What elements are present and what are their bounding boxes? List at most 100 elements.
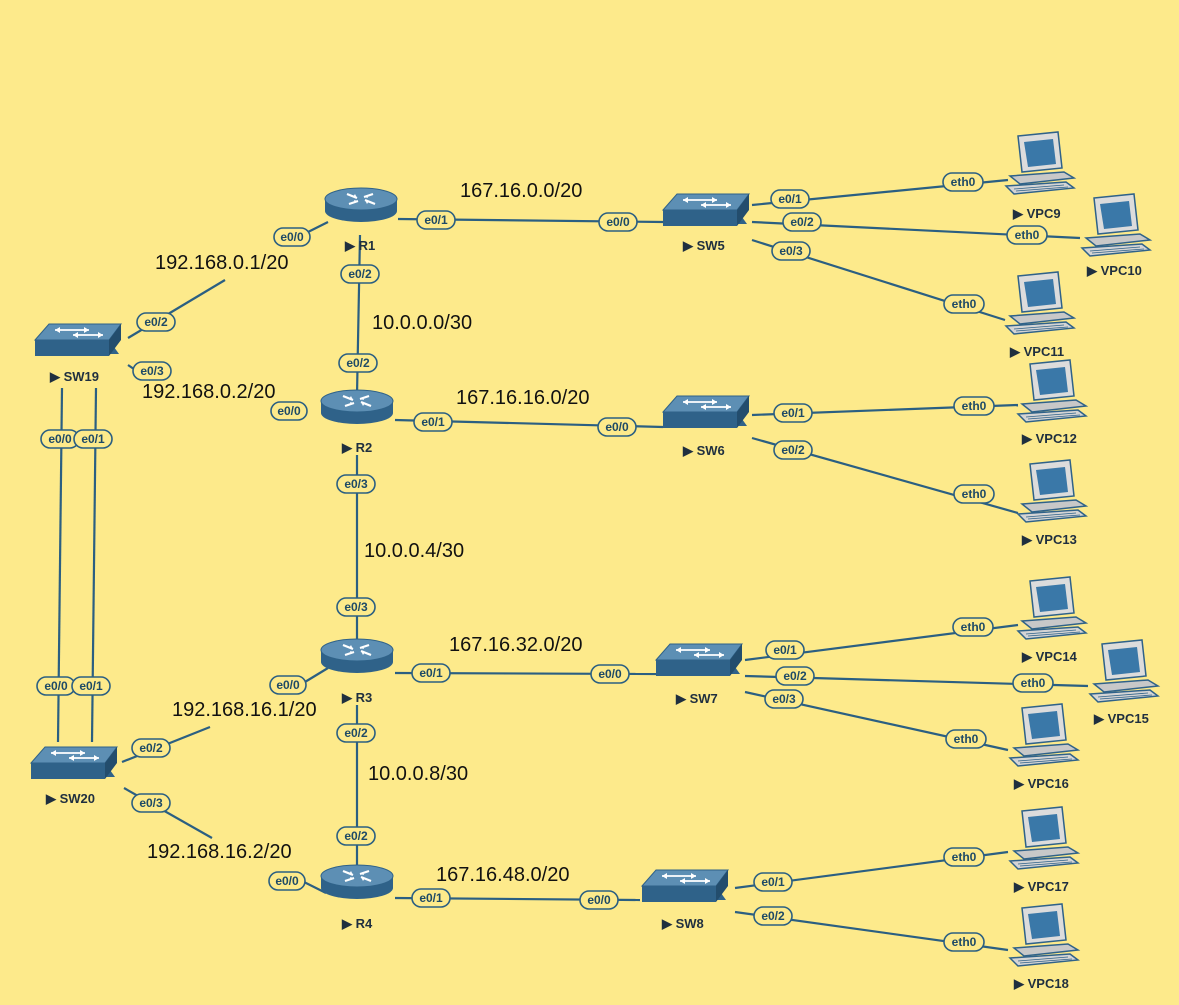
port-label: e0/0 — [268, 871, 306, 891]
port-label: eth0 — [942, 172, 984, 192]
switch-sw5[interactable]: ▶ SW5 — [662, 193, 750, 253]
switch-sw8[interactable]: ▶ SW8 — [641, 869, 729, 931]
switch-icon — [662, 395, 750, 429]
port-label: eth0 — [953, 396, 995, 416]
switch-icon — [655, 643, 743, 677]
port-label: eth0 — [1006, 225, 1048, 245]
port-label: eth0 — [943, 294, 985, 314]
devices: ▶ R1 ▶ R2 ▶ R3 ▶ R4 ▶ SW5 ▶ SW6 ▶ SW7 — [30, 131, 1159, 991]
switch-icon — [30, 746, 118, 780]
device-label-sw20: ▶ SW20 — [45, 791, 95, 806]
port-label: e0/0 — [598, 212, 638, 232]
network-label: 167.16.16.0/20 — [456, 387, 589, 409]
device-label-vpc17: ▶ VPC17 — [1013, 879, 1069, 894]
svg-text:e0/3: e0/3 — [140, 364, 164, 378]
port-label: e0/1 — [416, 210, 456, 230]
port-label: e0/2 — [753, 906, 793, 926]
port-label: e0/2 — [136, 312, 176, 332]
port-label: e0/0 — [270, 401, 308, 421]
svg-text:e0/2: e0/2 — [348, 267, 372, 281]
pc-icon — [1009, 903, 1079, 967]
svg-text:e0/2: e0/2 — [781, 443, 805, 457]
pc-vpc18[interactable]: ▶ VPC18 — [1009, 903, 1079, 991]
pc-vpc9[interactable]: ▶ VPC9 — [1005, 131, 1075, 221]
network-label: 192.168.0.1/20 — [155, 252, 288, 274]
pc-vpc17[interactable]: ▶ VPC17 — [1009, 806, 1079, 894]
router-icon — [319, 863, 395, 901]
router-r1[interactable]: ▶ R1 — [323, 186, 399, 253]
network-label: 192.168.16.2/20 — [147, 841, 292, 863]
pc-icon — [1089, 639, 1159, 703]
svg-text:e0/2: e0/2 — [790, 215, 814, 229]
pc-icon — [1017, 459, 1087, 523]
router-r2[interactable]: ▶ R2 — [319, 388, 395, 455]
port-label: e0/1 — [773, 403, 813, 423]
pc-vpc16[interactable]: ▶ VPC16 — [1009, 703, 1079, 791]
svg-text:e0/0: e0/0 — [48, 432, 72, 446]
svg-text:e0/0: e0/0 — [587, 893, 611, 907]
device-label-r1: ▶ R1 — [344, 238, 375, 253]
svg-text:e0/0: e0/0 — [605, 420, 629, 434]
port-label: e0/2 — [775, 666, 815, 686]
switch-sw7[interactable]: ▶ SW7 — [655, 643, 743, 706]
router-r4[interactable]: ▶ R4 — [319, 863, 395, 931]
pc-vpc12[interactable]: ▶ VPC12 — [1017, 359, 1087, 446]
router-r3[interactable]: ▶ R3 — [319, 637, 395, 705]
port-label: e0/1 — [73, 429, 113, 449]
svg-text:e0/2: e0/2 — [344, 726, 368, 740]
port-label: e0/1 — [413, 412, 453, 432]
switch-icon — [641, 869, 729, 903]
switch-icon — [34, 323, 122, 357]
pc-vpc10[interactable]: ▶ VPC10 — [1081, 193, 1151, 278]
svg-text:e0/0: e0/0 — [276, 678, 300, 692]
port-label: e0/2 — [773, 440, 813, 460]
port-label: e0/3 — [771, 241, 811, 261]
pc-vpc11[interactable]: ▶ VPC11 — [1005, 271, 1075, 359]
port-label: eth0 — [943, 847, 985, 867]
svg-text:e0/3: e0/3 — [772, 692, 796, 706]
port-label: e0/0 — [36, 676, 76, 696]
port-label: e0/0 — [269, 675, 307, 695]
svg-text:e0/0: e0/0 — [280, 230, 304, 244]
port-labels: e0/0 e0/1 e0/2 e0/2 e0/0 e0/1 e0/3 e0/3 … — [36, 172, 1054, 952]
pc-icon — [1017, 359, 1087, 423]
switch-sw20[interactable]: ▶ SW20 — [30, 746, 118, 806]
pc-icon — [1005, 271, 1075, 335]
port-label: e0/3 — [131, 793, 171, 813]
svg-text:e0/1: e0/1 — [761, 875, 785, 889]
device-label-sw5: ▶ SW5 — [682, 238, 725, 253]
svg-text:eth0: eth0 — [961, 620, 986, 634]
device-label-sw8: ▶ SW8 — [661, 916, 704, 931]
device-label-r3: ▶ R3 — [341, 690, 372, 705]
svg-text:e0/0: e0/0 — [598, 667, 622, 681]
svg-text:eth0: eth0 — [962, 487, 987, 501]
pc-vpc14[interactable]: ▶ VPC14 — [1017, 576, 1087, 664]
network-label: 10.0.0.4/30 — [364, 540, 464, 562]
port-label: e0/1 — [411, 663, 451, 683]
svg-text:e0/1: e0/1 — [79, 679, 103, 693]
port-label: e0/0 — [579, 890, 619, 910]
router-icon — [323, 186, 399, 224]
svg-text:e0/1: e0/1 — [424, 213, 448, 227]
network-label: 167.16.0.0/20 — [460, 180, 582, 202]
port-label: e0/1 — [71, 676, 111, 696]
svg-text:e0/3: e0/3 — [344, 600, 368, 614]
svg-text:eth0: eth0 — [962, 399, 987, 413]
pc-vpc15[interactable]: ▶ VPC15 — [1089, 639, 1159, 726]
device-label-r2: ▶ R2 — [341, 440, 372, 455]
svg-text:e0/3: e0/3 — [139, 796, 163, 810]
svg-text:e0/2: e0/2 — [761, 909, 785, 923]
device-label-vpc18: ▶ VPC18 — [1013, 976, 1069, 991]
port-label: e0/0 — [590, 664, 630, 684]
switch-icon — [662, 193, 750, 227]
switch-sw19[interactable]: ▶ SW19 — [34, 323, 122, 384]
device-label-sw7: ▶ SW7 — [675, 691, 718, 706]
router-icon — [319, 637, 395, 675]
svg-text:e0/2: e0/2 — [783, 669, 807, 683]
switch-sw6[interactable]: ▶ SW6 — [662, 395, 750, 458]
pc-icon — [1017, 576, 1087, 640]
pc-vpc13[interactable]: ▶ VPC13 — [1017, 459, 1087, 547]
port-label: e0/3 — [132, 361, 172, 381]
